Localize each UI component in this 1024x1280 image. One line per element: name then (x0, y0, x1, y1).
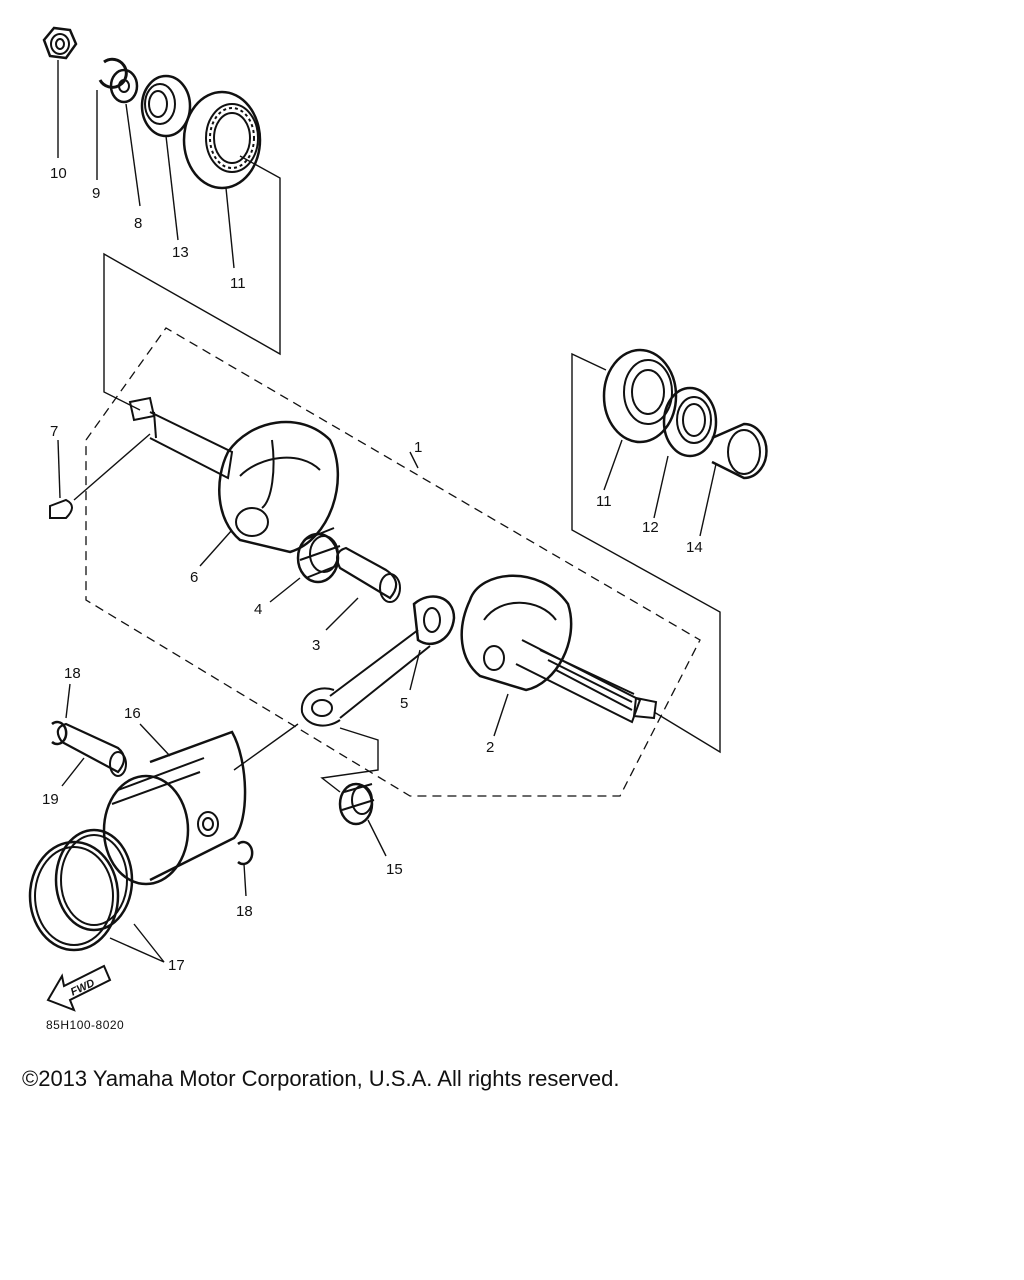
callout-14: 14 (686, 539, 703, 556)
callout-10: 10 (50, 165, 67, 182)
callout-16: 19 (42, 791, 59, 808)
copyright-notice: ©2013 Yamaha Motor Corporation, U.S.A. A… (22, 1066, 620, 1091)
part-circlip-18-right (237, 840, 254, 866)
callout-12: 12 (642, 519, 659, 536)
part-piston-15 (102, 730, 247, 886)
part-circlip-18-left (51, 720, 68, 746)
callout-18-right: 18 (236, 903, 253, 920)
part-crank-left-6 (128, 396, 339, 554)
part-needle-bearing-4 (296, 527, 341, 584)
part-piston-pin-16 (56, 722, 127, 777)
callout-5: 5 (400, 695, 408, 712)
fwd-label: FWD (69, 977, 97, 998)
part-crank-right-2 (460, 574, 658, 724)
part-bearing-11-top (182, 90, 262, 190)
part-nut-10 (42, 26, 78, 60)
callout-4: 4 (254, 601, 262, 618)
callout-6: 6 (190, 569, 198, 586)
part-collar-14 (711, 422, 768, 480)
part-lock-washer-9 (98, 57, 128, 89)
part-bearing-11-right (602, 348, 678, 444)
part-oil-seal-12 (662, 386, 718, 458)
callout-1: 1 (414, 439, 422, 456)
part-connecting-rod-5 (300, 595, 456, 727)
fwd-arrow-icon: FWD (46, 964, 112, 1012)
part-oil-seal-13 (140, 74, 192, 138)
drawing-code: 85H100-8020 (46, 1018, 125, 1032)
callout-11-top: 11 (230, 275, 246, 292)
callout-18-left: 18 (64, 665, 81, 682)
callout-19: 15 (386, 861, 403, 878)
crankshaft-piston-exploded-diagram: 10 9 8 13 11 6 7 1 4 3 (28, 26, 768, 1012)
callout-9: 9 (92, 185, 100, 202)
part-piston-rings-17 (28, 828, 134, 952)
callout-7: 7 (50, 423, 58, 440)
part-small-end-bearing-19 (338, 782, 375, 826)
callout-11-right: 11 (596, 493, 612, 510)
part-key-7 (49, 498, 73, 519)
part-washer-8 (109, 68, 139, 104)
callout-17: 17 (168, 957, 185, 974)
callout-13: 13 (172, 244, 189, 261)
part-crank-pin-3 (335, 546, 401, 603)
callout-15: 16 (124, 705, 141, 722)
callout-8: 8 (134, 215, 142, 232)
callout-2: 2 (486, 739, 494, 756)
callout-3: 3 (312, 637, 320, 654)
